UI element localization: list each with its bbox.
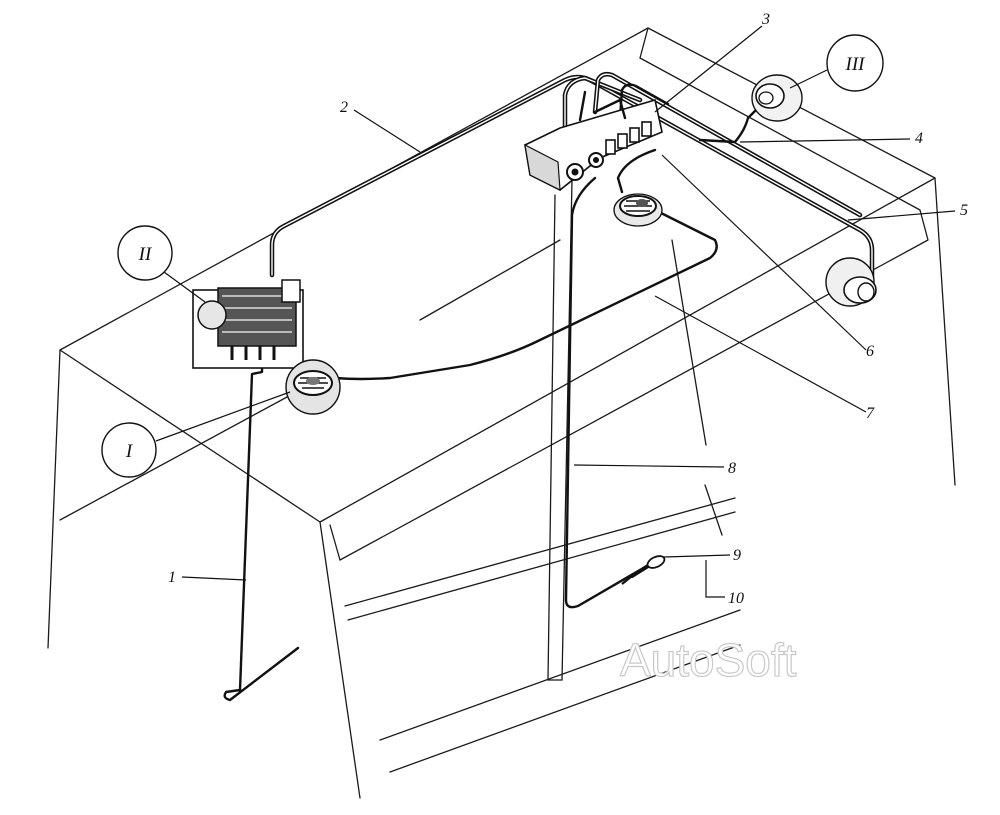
view-label-3: III [845,54,867,75]
fuse-block [192,279,304,369]
view-circle-3: III [826,34,884,92]
ring-light [613,193,663,227]
callout-2: 2 [340,99,348,116]
callout-5: 5 [960,202,968,219]
main-harness [269,71,875,288]
wire-8 [564,176,642,609]
wire-7 [333,208,718,381]
lamp-right [825,257,877,307]
switch-panel [524,98,663,192]
callout-7: 7 [866,405,875,422]
wire-1 [223,358,300,702]
callout-1: 1 [168,569,176,586]
view-circle-2: II [117,225,173,281]
callout-8: 8 [728,460,736,477]
view-label-2: II [138,244,153,265]
view-label-1: I [125,441,134,462]
wire-4 [698,106,760,144]
callout-6: 6 [866,343,874,360]
leader-lines [155,25,956,598]
plug-light [621,555,666,585]
callout-numbers: 1 2 3 4 5 6 7 8 9 10 [168,11,968,607]
watermark: AutoSoft [620,634,797,686]
dome-light-left [285,359,341,415]
wire-6 [616,148,657,194]
callout-4: 4 [915,130,923,147]
cabin-outline [47,27,956,799]
lamp-top-right [751,74,803,122]
callout-9: 9 [733,547,741,564]
view-circle-1: I [101,422,157,478]
callout-10: 10 [728,590,744,607]
callout-3: 3 [761,11,770,28]
